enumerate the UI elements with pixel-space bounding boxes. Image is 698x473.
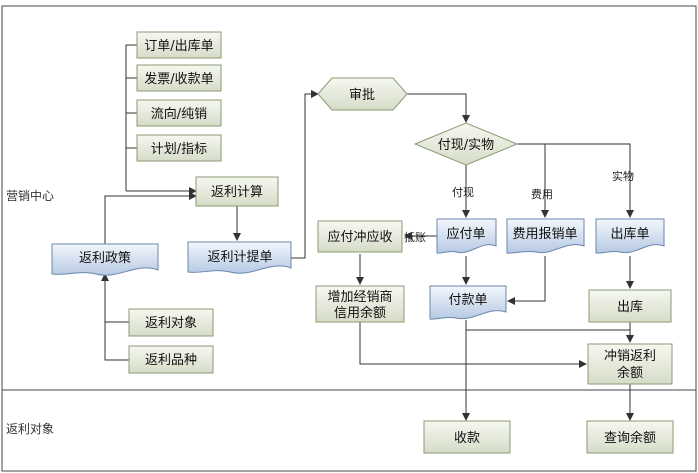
edge-policy-to-calc — [104, 192, 197, 244]
lane-label-rebate-target: 返利对象 — [6, 422, 54, 436]
edge-label-goods: 实物 — [612, 169, 634, 183]
edge-decision-to-expense — [517, 143, 549, 218]
node-label-increase-credit-2: 信用余额 — [334, 305, 386, 321]
node-label-payable-offset: 应付冲应收 — [327, 229, 392, 245]
node-invoice-receipt: 发票/收款单 — [136, 64, 222, 92]
node-rebate-calc: 返利计算 — [195, 176, 279, 207]
lane-label-marketing-center: 营销中心 — [6, 188, 54, 203]
node-label-query-balance: 查询余额 — [604, 430, 656, 446]
edge-orders-bracket — [125, 44, 137, 191]
edge-object-to-policy — [101, 273, 129, 323]
node-expense-doc: 费用报销单 — [506, 218, 585, 254]
node-payment-doc: 付款单 — [429, 285, 507, 320]
edge-expense-to-payment — [507, 256, 546, 305]
node-label-payment-doc: 付款单 — [448, 293, 487, 308]
edge-label-offset: 抵账 — [404, 230, 426, 244]
edge-payment-to-offset-balance — [465, 320, 634, 343]
node-rebate-policy: 返利政策 — [51, 243, 159, 276]
node-offset-rebate-balance: 冲销返利 余额 — [587, 343, 673, 385]
node-increase-credit: 增加经销商 信用余额 — [315, 285, 405, 323]
node-cash-goods-decision: 付现/实物 — [413, 122, 519, 166]
node-label-flow-net-sales: 流向/纯销 — [151, 106, 207, 122]
node-payable-doc: 应付单 — [436, 218, 497, 254]
node-rebate-object: 返利对象 — [128, 308, 214, 337]
node-label-rebate-object: 返利对象 — [145, 316, 197, 331]
node-payable-offset: 应付冲应收 — [317, 220, 403, 253]
node-rebate-variety: 返利品种 — [128, 345, 214, 374]
node-label-invoice-receipt: 发票/收款单 — [144, 71, 213, 87]
node-label-plan-indicator: 计划/指标 — [151, 142, 207, 157]
node-label-rebate-calc: 返利计算 — [211, 185, 263, 200]
node-receive-payment: 收款 — [423, 420, 511, 454]
node-approval: 审批 — [317, 77, 408, 111]
node-query-balance: 查询余额 — [586, 420, 674, 454]
node-label-receive-payment: 收款 — [454, 431, 480, 446]
edge-credit-to-offset-balance — [359, 322, 587, 368]
node-label-payable-doc: 应付单 — [446, 226, 485, 242]
node-outbound: 出库 — [588, 289, 672, 323]
edge-decision-to-outbound-doc — [545, 143, 634, 218]
node-plan-indicator: 计划/指标 — [136, 134, 222, 162]
edge-label-expense: 费用 — [531, 188, 553, 201]
node-label-approval: 审批 — [349, 88, 375, 103]
node-label-order-outbound: 订单/出库单 — [144, 38, 213, 54]
node-outbound-doc: 出库单 — [595, 218, 665, 254]
node-label-cash-goods: 付现/实物 — [438, 138, 494, 153]
node-label-expense-doc: 费用报销单 — [512, 227, 577, 242]
node-label-rebate-accrual: 返利计提单 — [207, 249, 272, 265]
node-label-outbound-doc: 出库单 — [610, 226, 649, 242]
edge-label-cash: 付现 — [452, 186, 474, 199]
node-rebate-accrual: 返利计提单 — [187, 241, 292, 274]
edge-variety-to-policy — [104, 322, 129, 361]
swimlane-frame — [1, 5, 697, 472]
edge-accrual-to-approval — [291, 90, 319, 259]
node-label-rebate-variety: 返利品种 — [145, 353, 197, 368]
node-order-outbound: 订单/出库单 — [136, 31, 222, 59]
node-flow-net-sales: 流向/纯销 — [136, 99, 222, 127]
node-label-offset-rebate-1: 冲销返利 — [604, 349, 656, 364]
node-label-rebate-policy: 返利政策 — [79, 250, 131, 266]
edge-approval-to-decision — [407, 93, 470, 123]
node-label-outbound: 出库 — [617, 299, 643, 315]
node-label-offset-rebate-2: 余额 — [617, 365, 643, 381]
node-label-increase-credit-1: 增加经销商 — [327, 290, 392, 305]
